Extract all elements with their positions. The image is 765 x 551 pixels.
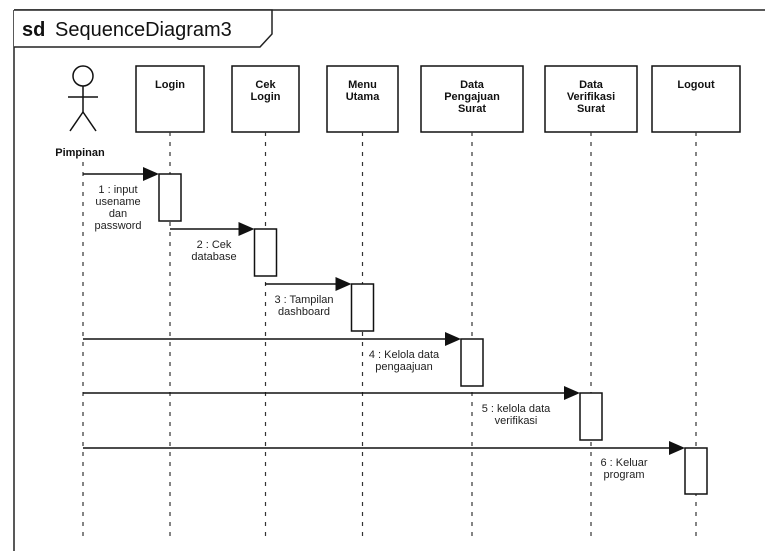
message-label: dan: [109, 208, 127, 220]
arrowhead-icon: [238, 222, 255, 236]
lifeline-label: Login: [251, 91, 281, 103]
lifeline-label: Surat: [577, 103, 605, 115]
lifeline-box: [651, 65, 741, 133]
arrowhead-icon: [445, 332, 461, 346]
message-label: dashboard: [278, 306, 330, 318]
frame-title-tab: [14, 9, 273, 48]
lifeline-label: Surat: [458, 103, 486, 115]
activation-bar: [158, 173, 182, 222]
actor-label: Pimpinan: [55, 147, 105, 159]
arrowhead-icon: [143, 167, 159, 181]
lifeline-box: [420, 65, 524, 133]
frame-keyword: sd: [22, 19, 45, 41]
lifeline-label: Utama: [346, 91, 381, 103]
arrowhead-icon: [564, 386, 580, 400]
lifeline-box: [231, 65, 300, 133]
actor-head: [72, 65, 94, 87]
frame-title: SequenceDiagram3: [55, 19, 232, 41]
lifeline-label: Verifikasi: [567, 91, 615, 103]
message-label: usename: [95, 196, 140, 208]
activation-bar: [579, 392, 603, 441]
message-label: pengaajuan: [375, 361, 433, 373]
message-label: 2 : Cek: [197, 239, 232, 251]
message-label: database: [191, 251, 236, 263]
message-label: 5 : kelola data: [482, 403, 551, 415]
lifeline-box: [135, 65, 205, 133]
activation-bar: [350, 283, 375, 332]
message-label: 1 : input: [98, 184, 137, 196]
lifeline-label: Pengajuan: [444, 91, 500, 103]
actor-pimpinan: Pimpinan: [55, 65, 105, 159]
message-label: 4 : Kelola data: [369, 349, 440, 361]
actor-right-leg: [82, 111, 97, 132]
message-label: program: [604, 469, 645, 481]
arrowhead-icon: [669, 441, 685, 455]
lifeline-label: Menu: [348, 79, 377, 91]
lifeline-label: Cek: [255, 79, 276, 91]
message-label: 3 : Tampilan: [274, 294, 333, 306]
message-label: verifikasi: [495, 415, 538, 427]
lifeline-label: Data: [579, 79, 604, 91]
actor-left-leg: [69, 111, 84, 132]
lifeline-label: Data: [460, 79, 485, 91]
lifeline-label: Login: [155, 79, 185, 91]
activation-bar: [460, 338, 484, 387]
message-label: password: [94, 220, 141, 232]
lifeline-login: Login: [135, 65, 205, 540]
activation-bar: [253, 228, 278, 277]
activation-bar: [684, 447, 708, 495]
arrowhead-icon: [335, 277, 352, 291]
message-label: 6 : Keluar: [600, 457, 647, 469]
lifeline-label: Logout: [677, 79, 715, 91]
